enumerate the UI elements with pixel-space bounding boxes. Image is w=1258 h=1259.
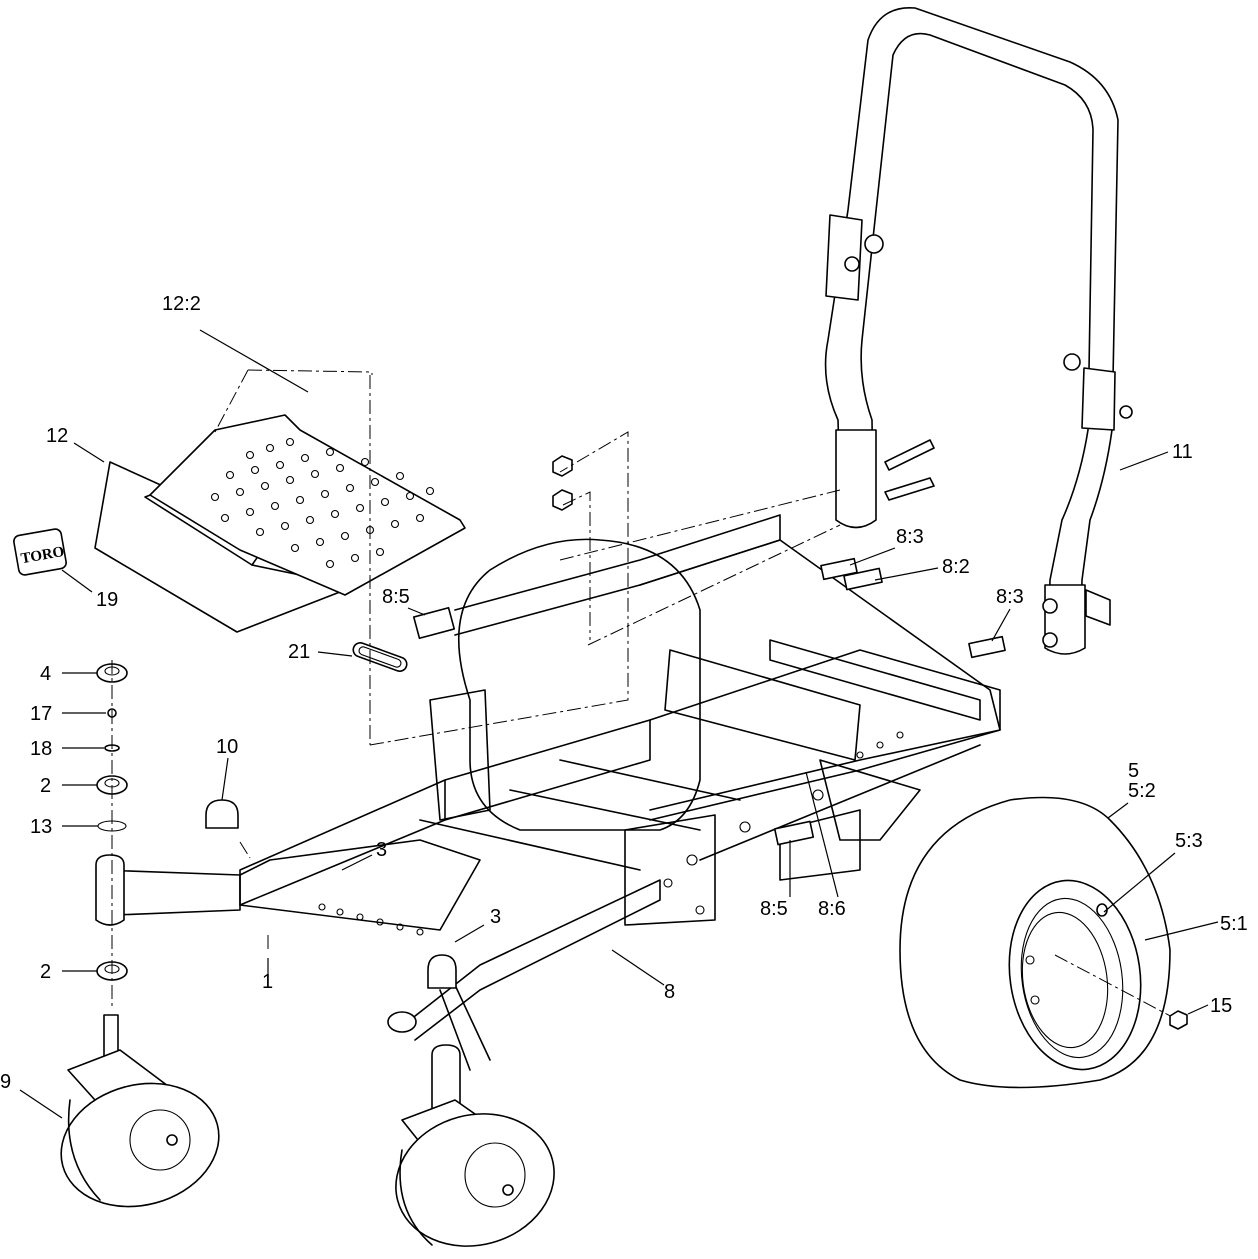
callout-2-lower: 2 [40,961,51,983]
callout-2-upper: 2 [40,775,51,797]
callout-12-2: 12:2 [162,293,201,315]
callout-1: 1 [262,971,273,993]
callout-10: 10 [216,736,238,758]
callout-3-left: 3 [376,839,387,861]
decal-8-3-b [968,635,1006,659]
callout-8-3-lower: 8:3 [996,586,1024,608]
callout-17: 17 [30,703,52,725]
toro-decal: TORO [13,528,67,576]
callout-18: 18 [30,738,52,760]
left-rear-wheel [457,538,701,831]
front-caster-wheel-right [395,1044,555,1247]
callout-9: 9 [0,1071,11,1093]
decal-8-2 [843,567,883,591]
callout-5: 5 [1128,760,1139,782]
floor-plate-holes [210,437,435,569]
callout-5-3: 5:3 [1175,830,1203,852]
callout-5-1: 5:1 [1220,913,1248,935]
decal-8-3-a [820,557,858,581]
rops-roll-bar [824,7,1133,655]
callout-5-2: 5:2 [1128,780,1156,802]
rear-drive-wheel [899,796,1171,1089]
callout-8: 8 [664,981,675,1003]
callout-3-right: 3 [490,906,501,928]
hex-nuts [552,455,573,511]
callout-8-3-upper: 8:3 [896,526,924,548]
callout-8-5-frame: 8:5 [760,898,788,920]
svg-text:TORO: TORO [20,544,66,567]
frame-decal-8-5 [773,820,815,846]
callout-4: 4 [40,663,51,685]
front-caster-wheel-left [60,1014,220,1208]
lug-nut [1169,1010,1188,1030]
callout-15: 15 [1210,995,1232,1017]
callout-8-6: 8:6 [818,898,846,920]
callout-11: 11 [1172,441,1193,463]
callout-12: 12 [46,425,68,447]
assembly-lines [214,369,841,950]
main-frame [95,514,1001,1071]
callout-13: 13 [30,816,52,838]
callout-19: 19 [96,589,118,611]
callout-21: 21 [288,641,310,663]
floor-plate-assembly [94,414,466,633]
callout-8-2: 8:2 [942,556,970,578]
decal-8-5-exploded [412,606,456,640]
leader-lines [19,329,1219,1119]
grommet [352,642,408,672]
callout-labels: 12:2 12 19 4 17 18 2 13 2 9 10 3 3 1 8 2… [0,293,1248,1093]
callout-8-5-top: 8:5 [382,586,410,608]
